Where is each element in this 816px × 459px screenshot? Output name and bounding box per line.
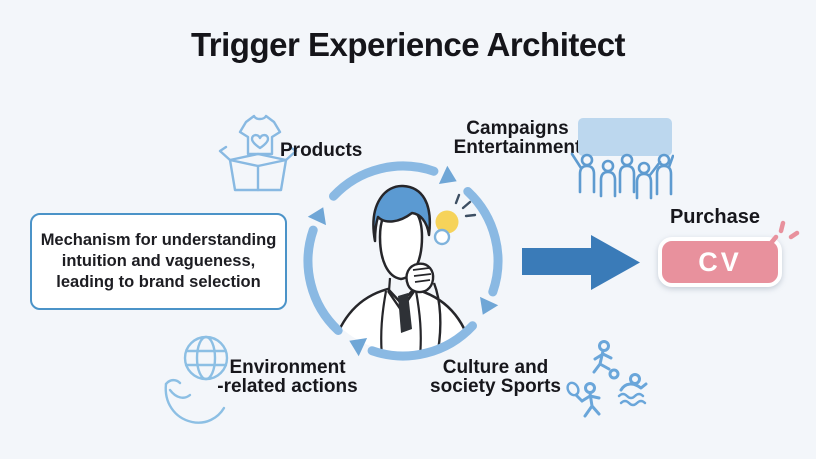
sports-figures-icon xyxy=(566,340,648,418)
environment-label: Environment -related actions xyxy=(217,357,358,398)
campaigns-label: Campaigns Entertainment xyxy=(453,118,582,159)
hand-globe-icon xyxy=(164,335,229,424)
cycle-arrowheads xyxy=(307,165,499,357)
lightbulb-icon xyxy=(433,193,477,246)
emphasis-sparks-icon xyxy=(768,220,800,246)
culture-label: Culture and society Sports xyxy=(430,357,561,398)
cycle-arrows-icon xyxy=(303,161,503,361)
tshirt-open-box-icon xyxy=(218,114,298,192)
mechanism-line-3: leading to brand selection xyxy=(56,272,261,291)
cv-badge: CV xyxy=(658,237,782,287)
products-label: Products xyxy=(280,140,363,161)
page-title: Trigger Experience Architect xyxy=(190,26,626,63)
audience-screen-icon xyxy=(570,118,674,200)
mechanism-line-1: Mechanism for understanding xyxy=(40,231,277,250)
right-arrow-icon xyxy=(522,235,640,290)
cycle-person-illustration xyxy=(303,161,503,361)
mechanism-line-2: intuition and vagueness, xyxy=(61,252,256,271)
purchase-label: Purchase xyxy=(669,206,761,228)
mechanism-box: Mechanism for understanding intuition an… xyxy=(30,213,287,310)
